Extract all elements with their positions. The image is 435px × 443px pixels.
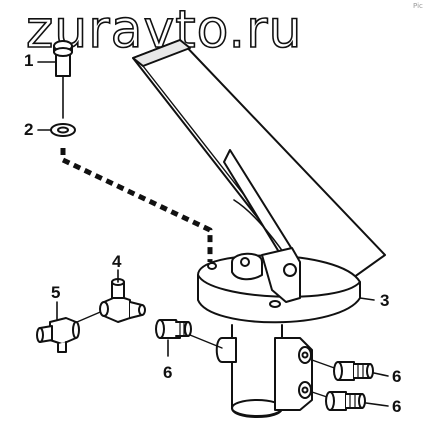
callout-6-left: 6	[163, 363, 173, 382]
callout-3: 3	[380, 291, 390, 310]
fitting-right-upper	[333, 361, 374, 381]
callout-5: 5	[51, 283, 61, 302]
elbow-fitting	[36, 317, 80, 353]
alignment-dashed-line	[60, 148, 213, 262]
tee-fitting	[99, 278, 146, 323]
callout-6-lower: 6	[392, 397, 402, 416]
callout-6-upper: 6	[392, 367, 402, 386]
bolt-part	[53, 40, 73, 119]
washer-part	[50, 123, 76, 137]
valve-flange	[197, 247, 361, 324]
corner-mark: Pic	[413, 2, 423, 10]
callout-2: 2	[24, 120, 34, 139]
fitting-right-lower	[325, 391, 366, 411]
callout-1: 1	[24, 51, 34, 70]
callout-4: 4	[112, 252, 122, 271]
fitting-left	[155, 319, 192, 339]
valve-body	[215, 324, 313, 418]
